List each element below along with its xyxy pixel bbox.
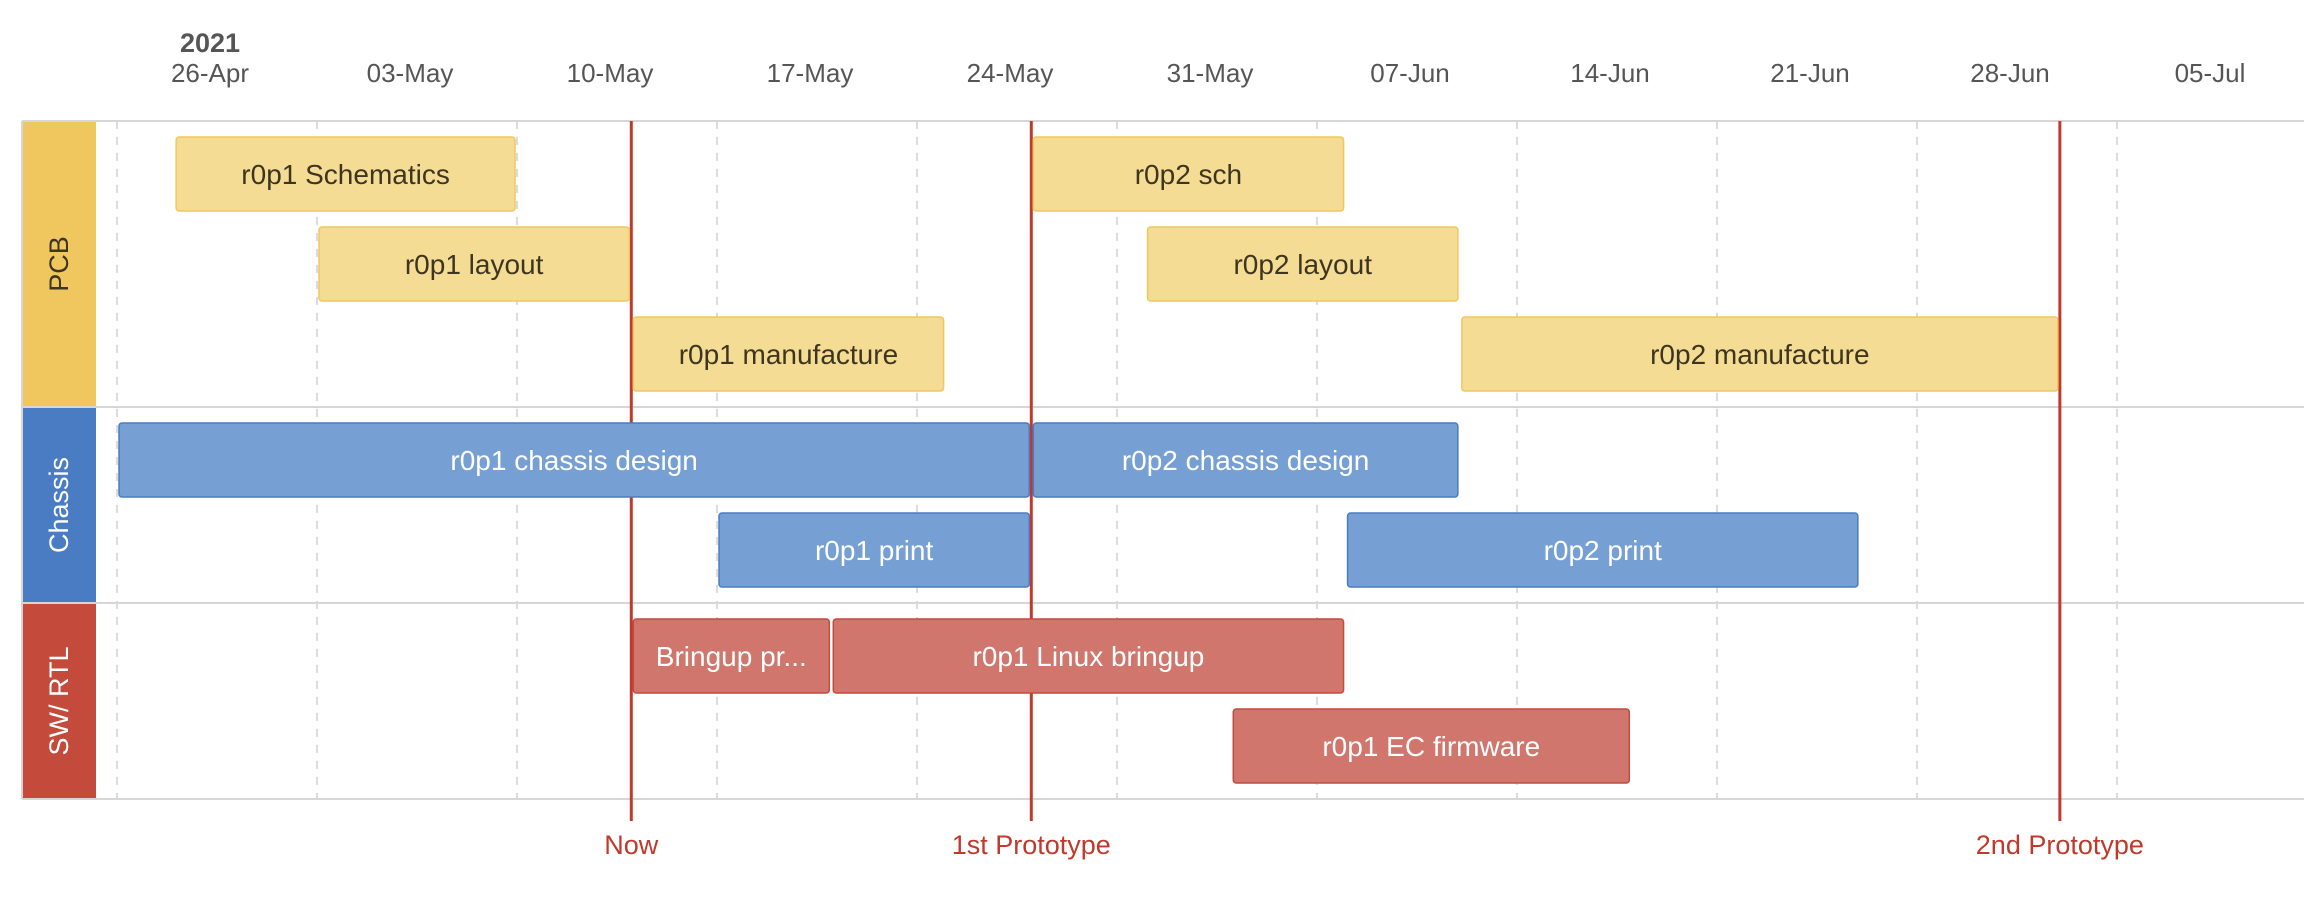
task-bar-r0p1-ec-firmware[interactable]: r0p1 EC firmware: [1232, 708, 1631, 784]
task-bar-bringup-pr[interactable]: Bringup pr...: [632, 618, 831, 694]
task-bar-rect[interactable]: [1032, 136, 1345, 212]
tick-label-10-may: 10-May: [567, 58, 654, 88]
task-bar-rect[interactable]: [1146, 226, 1459, 302]
task-label: r0p2 sch: [1135, 159, 1242, 190]
tick-label-21-jun: 21-Jun: [1770, 58, 1850, 88]
task-label: r0p2 manufacture: [1650, 339, 1869, 370]
tick-label-03-may: 03-May: [367, 58, 454, 88]
task-bar-r0p1-chassis-design[interactable]: r0p1 chassis design: [118, 422, 1031, 498]
axis-layer: 2021 26-Apr 03-May 10-May 17-May 24-May 31-Ma…: [171, 28, 2245, 88]
lane-label-pcb: PCB: [44, 236, 74, 292]
tick-label-31-may: 31-May: [1167, 58, 1254, 88]
lane-label-bg-sw-rtl: [22, 604, 96, 798]
task-label: r0p1 manufacture: [679, 339, 898, 370]
task-bar-rect[interactable]: [1461, 316, 2059, 392]
task-label: r0p1 layout: [405, 249, 544, 280]
task-bar-r0p1-linux-bringup[interactable]: r0p1 Linux bringup: [832, 618, 1345, 694]
task-bar-r0p1-print[interactable]: r0p1 print: [718, 512, 1031, 588]
task-label: r0p1 Linux bringup: [972, 641, 1204, 672]
lane-label-chassis: Chassis: [44, 457, 74, 553]
task-bar-r0p1-schematics[interactable]: r0p1 Schematics: [175, 136, 516, 212]
task-bar-rect[interactable]: [832, 618, 1345, 694]
task-layer: r0p1 Schematics r0p1 layout r0p1 manufactu…: [118, 136, 2059, 784]
tick-label-24-may: 24-May: [967, 58, 1054, 88]
task-bar-rect[interactable]: [1346, 512, 1859, 588]
lane-label-bg-pcb: [22, 122, 96, 406]
tick-label-28-jun: 28-Jun: [1970, 58, 2050, 88]
task-bar-rect[interactable]: [718, 512, 1031, 588]
marker-layer: Now 1st Prototype 2nd Prototype: [604, 121, 2144, 860]
task-bar-rect[interactable]: [1032, 422, 1459, 498]
task-bar-r0p1-layout[interactable]: r0p1 layout: [318, 226, 631, 302]
task-label: Bringup pr...: [656, 641, 807, 672]
tick-label-26-apr: 26-Apr: [171, 58, 249, 88]
tick-label-14-jun: 14-Jun: [1570, 58, 1650, 88]
marker-label-2nd-prototype: 2nd Prototype: [1976, 830, 2144, 860]
year-label: 2021: [180, 28, 240, 58]
task-bar-r0p2-sch[interactable]: r0p2 sch: [1032, 136, 1345, 212]
task-bar-r0p2-manufacture[interactable]: r0p2 manufacture: [1461, 316, 2059, 392]
task-bar-rect[interactable]: [632, 618, 831, 694]
task-bar-rect[interactable]: [175, 136, 516, 212]
task-bar-rect[interactable]: [118, 422, 1031, 498]
task-label: r0p1 print: [815, 535, 934, 566]
task-bar-r0p1-manufacture[interactable]: r0p1 manufacture: [632, 316, 945, 392]
task-label: r0p1 EC firmware: [1322, 731, 1540, 762]
lane-label-sw-rtl: SW/ RTL: [44, 646, 74, 755]
task-label: r0p1 chassis design: [450, 445, 697, 476]
task-label: r0p2 layout: [1233, 249, 1372, 280]
task-label: r0p1 Schematics: [241, 159, 450, 190]
task-bar-rect[interactable]: [1232, 708, 1631, 784]
task-bar-r0p2-chassis-design[interactable]: r0p2 chassis design: [1032, 422, 1459, 498]
task-bar-r0p2-print[interactable]: r0p2 print: [1346, 512, 1859, 588]
lane-label-bg-chassis: [22, 408, 96, 602]
tick-label-05-jul: 05-Jul: [2175, 58, 2246, 88]
task-bar-r0p2-layout[interactable]: r0p2 layout: [1146, 226, 1459, 302]
tick-label-07-jun: 07-Jun: [1370, 58, 1450, 88]
task-bar-rect[interactable]: [632, 316, 945, 392]
task-bar-rect[interactable]: [318, 226, 631, 302]
task-label: r0p2 chassis design: [1122, 445, 1369, 476]
tick-label-17-may: 17-May: [767, 58, 854, 88]
task-label: r0p2 print: [1544, 535, 1663, 566]
marker-label-1st-prototype: 1st Prototype: [952, 830, 1111, 860]
marker-label-now: Now: [604, 830, 659, 860]
